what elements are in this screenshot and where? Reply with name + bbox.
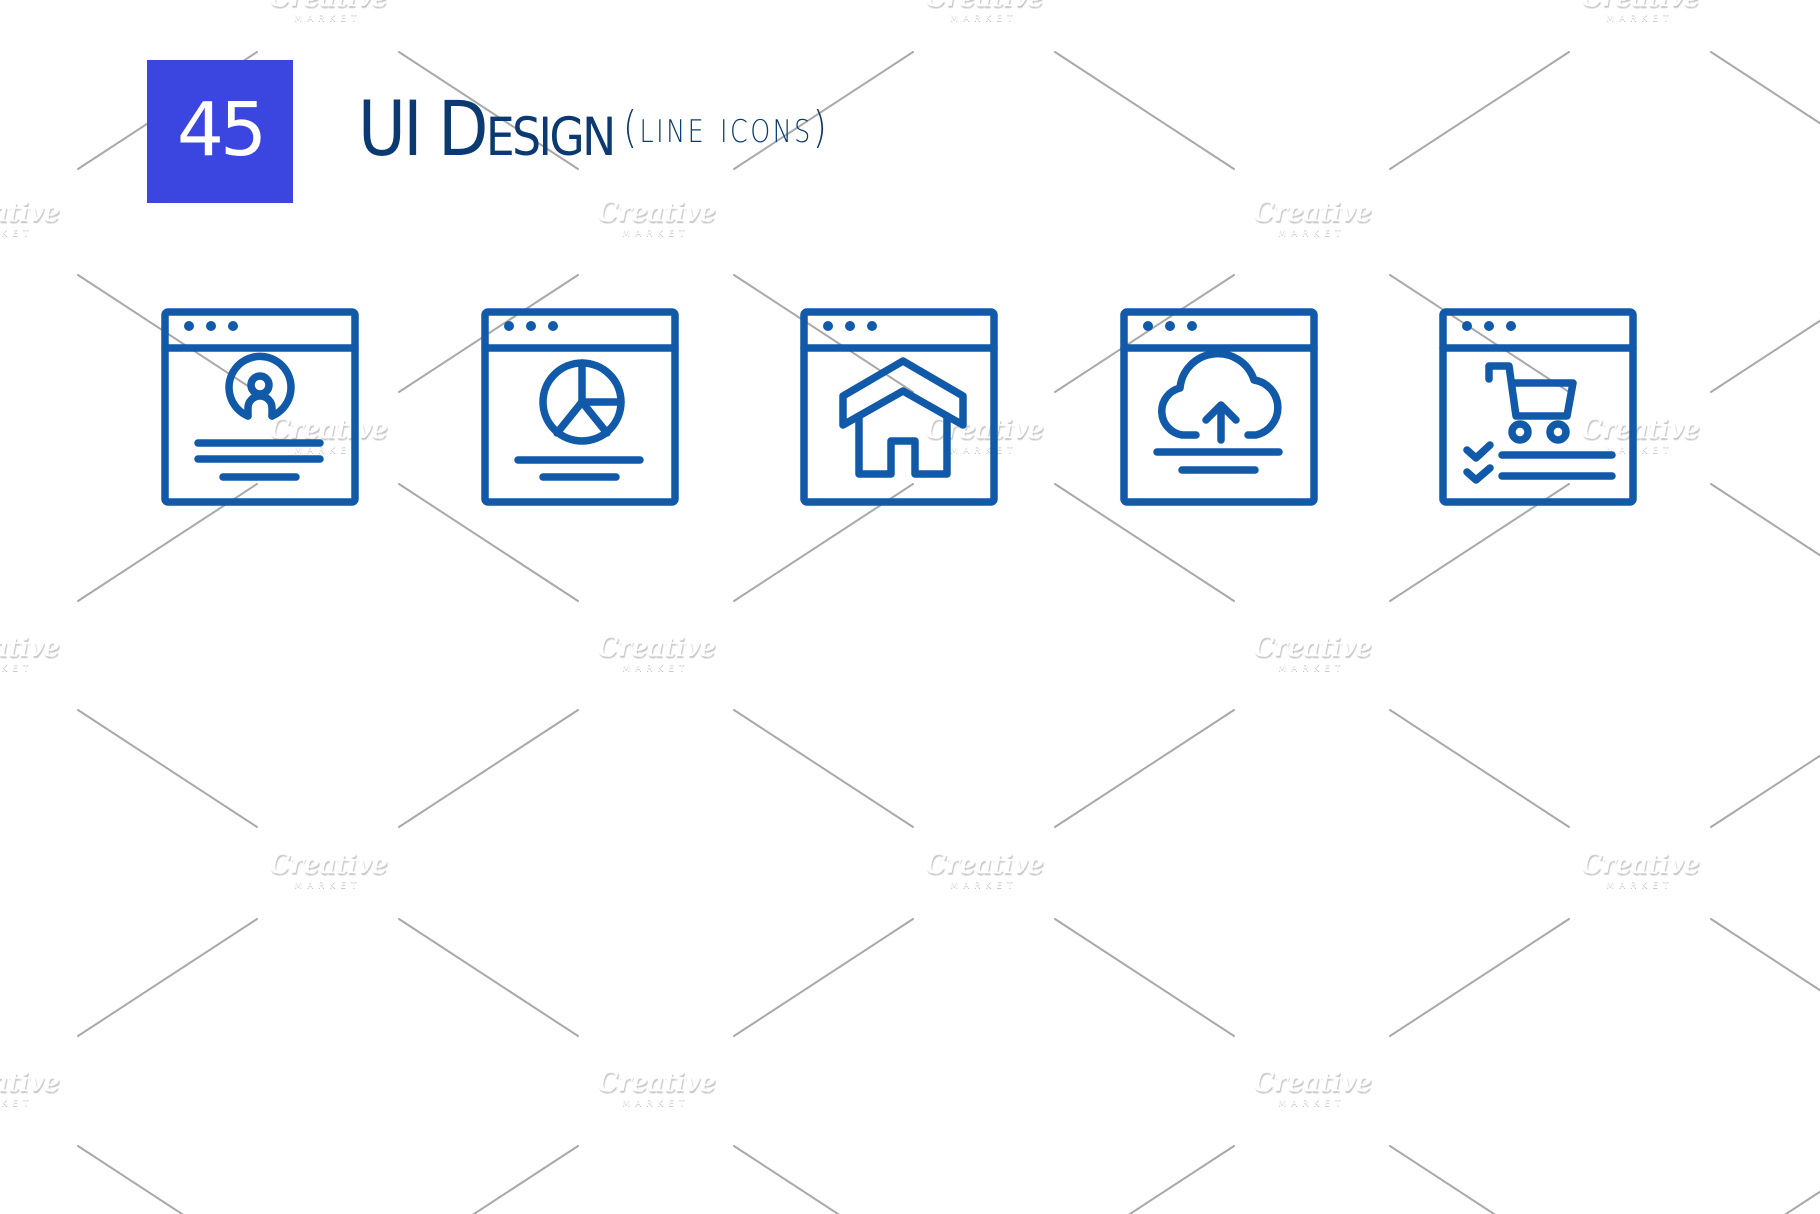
watermark-brand: Creative [0, 632, 60, 663]
watermark-sub: MARKET [622, 1099, 690, 1109]
watermark-sub: MARKET [1606, 446, 1674, 456]
watermark-brand: Creative [1253, 197, 1372, 228]
watermark-brand: Creative [0, 1067, 60, 1098]
watermark-sub: MARKET [950, 14, 1018, 24]
icon-count-badge: 45 [147, 60, 293, 203]
watermark-sub: MARKET [950, 446, 1018, 456]
title-subtitle: (line icons) [623, 102, 830, 153]
watermark-sub: MARKET [294, 446, 362, 456]
watermark-brand: Creative [597, 1067, 716, 1098]
watermark-brand: Creative [597, 632, 716, 663]
watermark-brand: Creative [1578, 0, 1702, 13]
watermark-sub: MARKET [1278, 664, 1346, 674]
browser-home-icon [800, 308, 998, 506]
watermark-sub: MARKET [1278, 229, 1346, 239]
browser-pie-chart-icon [481, 308, 679, 506]
watermark-sub: MARKET [950, 881, 1018, 891]
watermark-sub: MARKET [0, 1099, 34, 1109]
watermark-sub: MARKET [294, 881, 362, 891]
watermark-brand: Creative [597, 197, 716, 228]
watermark-sub: MARKET [0, 664, 34, 674]
watermark-sub: MARKET [622, 664, 690, 674]
watermark-sub: MARKET [1606, 14, 1674, 24]
watermark-brand: Creative [1253, 1067, 1372, 1098]
watermark-sub: MARKET [622, 229, 690, 239]
page-title: UI Design (line icons) [358, 84, 827, 174]
icon-count: 45 [176, 86, 267, 173]
title-main: UI Design [358, 84, 616, 173]
watermark-sub: MARKET [1606, 881, 1674, 891]
watermark-sub: MARKET [1278, 1099, 1346, 1109]
watermark-brand: Creative [1253, 632, 1372, 663]
watermark-brand: Creative [266, 0, 390, 13]
watermark-brand: Creative [925, 849, 1044, 880]
watermark-sub: MARKET [294, 14, 362, 24]
browser-cloud-upload-icon [1120, 308, 1318, 506]
watermark-brand: Creative [922, 0, 1046, 13]
watermark-sub: MARKET [0, 229, 34, 239]
watermark-brand: Creative [269, 849, 388, 880]
browser-award-icon [161, 308, 359, 506]
watermark-brand: Creative [1581, 414, 1700, 445]
watermark-brand: Creative [1581, 849, 1700, 880]
browser-shopping-cart-icon [1439, 308, 1637, 506]
watermark-brand: Creative [0, 197, 60, 228]
